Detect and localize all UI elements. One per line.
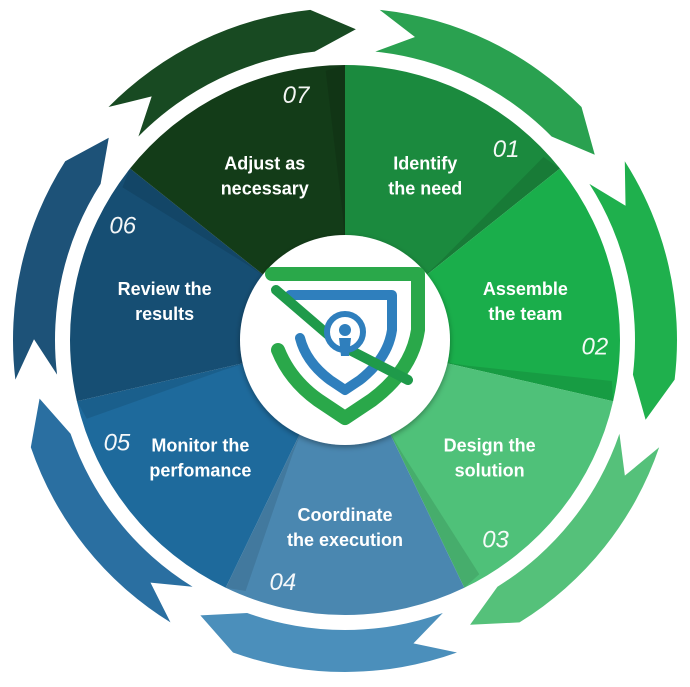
step-number-07: 07 bbox=[283, 82, 311, 109]
step-label-05-line2: perfomance bbox=[149, 460, 251, 480]
step-number-06: 06 bbox=[109, 213, 136, 240]
step-label-07-line2: necessary bbox=[221, 178, 309, 198]
outer-arrow-2 bbox=[589, 161, 677, 420]
segment-step-03 bbox=[386, 361, 614, 588]
segment-shade-01 bbox=[419, 156, 561, 281]
segment-shade-04 bbox=[225, 425, 304, 592]
segment-step-07 bbox=[129, 65, 345, 281]
outer-arrow-ring bbox=[13, 9, 677, 672]
shield-keyhole-icon bbox=[265, 267, 425, 425]
segment-shade-02 bbox=[437, 361, 614, 402]
segment-step-05 bbox=[76, 361, 304, 588]
step-number-02: 02 bbox=[582, 334, 609, 361]
outer-arrow-7 bbox=[108, 9, 356, 137]
step-number-04: 04 bbox=[269, 569, 296, 596]
segment-step-06 bbox=[69, 168, 271, 402]
step-label-02-line2: the team bbox=[488, 304, 562, 324]
step-label-01-line2: the need bbox=[388, 178, 462, 198]
segment-shade-07 bbox=[325, 65, 345, 245]
segment-step-02 bbox=[419, 168, 621, 402]
step-label-04-line2: the execution bbox=[287, 530, 403, 550]
outer-arrow-5 bbox=[30, 398, 193, 623]
segment-shade-05 bbox=[76, 361, 253, 419]
center-badge bbox=[240, 235, 450, 445]
step-number-01: 01 bbox=[493, 136, 520, 163]
step-number-05: 05 bbox=[104, 429, 131, 456]
step-number-03: 03 bbox=[482, 527, 509, 554]
step-label-03-line2: solution bbox=[455, 460, 525, 480]
step-label-04-line1: Coordinate bbox=[297, 505, 392, 525]
step-label-01-line1: Identify bbox=[393, 153, 457, 173]
outer-arrow-1 bbox=[375, 9, 595, 155]
step-segments bbox=[69, 65, 621, 615]
segment-step-04 bbox=[225, 425, 465, 615]
outer-arrow-4 bbox=[200, 613, 457, 672]
step-label-07-line1: Adjust as bbox=[224, 153, 305, 173]
step-label-05-line1: Monitor the bbox=[151, 435, 249, 455]
segment-shade-06 bbox=[122, 168, 271, 281]
outer-arrow-6 bbox=[13, 137, 109, 380]
step-label-02-line1: Assemble bbox=[483, 279, 568, 299]
step-label-06-line1: Review the bbox=[118, 279, 212, 299]
outer-arrow-3 bbox=[470, 433, 660, 625]
segment-shade-03 bbox=[386, 425, 480, 588]
step-label-06-line2: results bbox=[135, 304, 194, 324]
segment-step-01 bbox=[345, 65, 561, 281]
step-label-03-line1: Design the bbox=[444, 435, 536, 455]
